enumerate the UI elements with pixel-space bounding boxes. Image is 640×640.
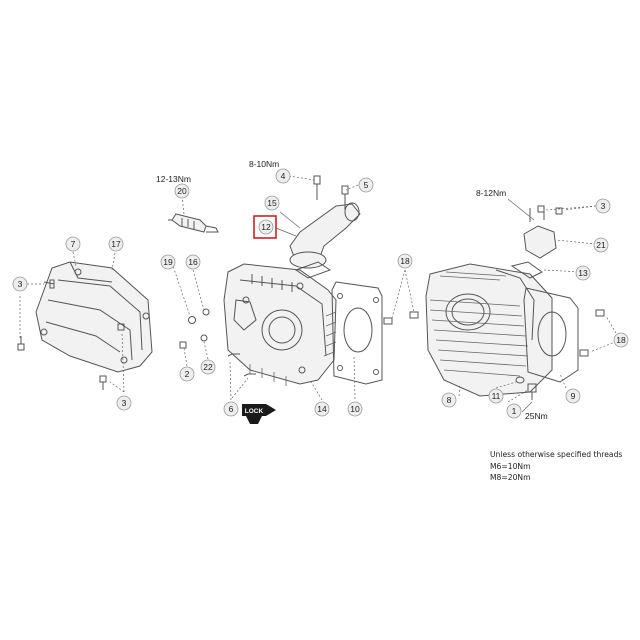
svg-text:3: 3 xyxy=(601,201,606,211)
small-fasteners xyxy=(179,308,210,349)
callout-18-right: 18 xyxy=(613,332,629,348)
svg-text:15: 15 xyxy=(267,198,277,208)
cylinder-head xyxy=(223,263,337,386)
leader-lines xyxy=(19,175,621,413)
svg-text:9: 9 xyxy=(571,391,576,401)
svg-text:17: 17 xyxy=(111,239,121,249)
callout-13: 13 xyxy=(575,265,591,281)
base-gasket xyxy=(523,287,579,383)
valve-cover xyxy=(35,261,153,373)
callout-19: 19 xyxy=(160,254,176,270)
callout-15: 15 xyxy=(264,195,280,211)
manifold-bolts xyxy=(313,175,349,210)
drain-bolt xyxy=(515,376,537,400)
callout-12-highlighted: 12 xyxy=(253,215,277,239)
dowel-pins-left xyxy=(383,311,419,325)
callout-7: 7 xyxy=(65,236,81,252)
callout-18-left: 18 xyxy=(397,253,413,269)
torque-drain-bolt: 25Nm xyxy=(525,411,548,421)
callout-1: 1 xyxy=(506,403,522,419)
torque-manifold-bolt: 8-10Nm xyxy=(249,159,279,169)
callout-6: 6 xyxy=(223,401,239,417)
torque-notes: Unless otherwise specified threads M6=10… xyxy=(490,449,622,484)
svg-text:LOCK: LOCK xyxy=(245,408,264,415)
callout-5: 5 xyxy=(358,177,374,193)
callout-22: 22 xyxy=(200,359,216,375)
svg-text:19: 19 xyxy=(163,257,173,267)
torque-spark-plug: 12-13Nm xyxy=(156,174,191,184)
cam-chain-tensioner xyxy=(510,205,563,279)
svg-text:3: 3 xyxy=(18,279,23,289)
dowel-pins-right xyxy=(579,309,605,357)
callout-8: 8 xyxy=(441,392,457,408)
studs xyxy=(227,353,256,377)
svg-text:12: 12 xyxy=(261,222,271,232)
callout-4: 4 xyxy=(275,168,291,184)
svg-text:1: 1 xyxy=(512,406,517,416)
svg-text:10: 10 xyxy=(350,404,360,414)
highlight-box xyxy=(253,215,277,239)
svg-text:3: 3 xyxy=(122,398,127,408)
callout-21: 21 xyxy=(593,237,609,253)
torque-tensioner-bolt: 8-12Nm xyxy=(476,188,506,198)
svg-text:11: 11 xyxy=(492,391,501,401)
svg-text:8: 8 xyxy=(447,395,452,405)
svg-text:22: 22 xyxy=(203,362,213,372)
svg-text:16: 16 xyxy=(188,257,198,267)
cylinder-block xyxy=(425,263,553,397)
callout-3-cover-bottom: 3 xyxy=(116,395,132,411)
svg-text:4: 4 xyxy=(281,171,286,181)
svg-text:21: 21 xyxy=(596,240,606,250)
callout-9: 9 xyxy=(565,388,581,404)
svg-text:20: 20 xyxy=(177,186,187,196)
head-gasket xyxy=(331,281,383,385)
intake-manifold xyxy=(289,202,361,279)
svg-text:7: 7 xyxy=(71,239,76,249)
svg-text:2: 2 xyxy=(185,369,190,379)
svg-text:18: 18 xyxy=(616,335,626,345)
callout-10: 10 xyxy=(347,401,363,417)
svg-text:5: 5 xyxy=(364,180,369,190)
cover-bolts xyxy=(17,279,125,390)
callout-20: 20 xyxy=(174,183,190,199)
callout-14: 14 xyxy=(314,401,330,417)
callout-2: 2 xyxy=(179,366,195,382)
callout-3-tensioner: 3 xyxy=(595,198,611,214)
notes-line-1: Unless otherwise specified threads xyxy=(490,450,623,459)
svg-text:6: 6 xyxy=(229,404,234,414)
notes-line-3: M8=20Nm xyxy=(490,473,531,482)
svg-text:13: 13 xyxy=(578,268,588,278)
callout-17: 17 xyxy=(108,236,124,252)
callouts: 20 7 17 3 3 19 16 2 22 6 4 5 15 12 14 10… xyxy=(12,168,629,419)
callout-11: 11 xyxy=(488,388,504,404)
svg-text:18: 18 xyxy=(400,256,410,266)
torque-labels: 12-13Nm 8-10Nm 8-12Nm 25Nm xyxy=(156,159,548,421)
lock-tag: LOCK xyxy=(242,404,276,424)
callout-16: 16 xyxy=(185,254,201,270)
notes-line-2: M6=10Nm xyxy=(490,461,531,471)
spark-plug xyxy=(168,213,219,233)
svg-text:14: 14 xyxy=(317,404,327,414)
callout-3-cover-left: 3 xyxy=(12,276,28,292)
